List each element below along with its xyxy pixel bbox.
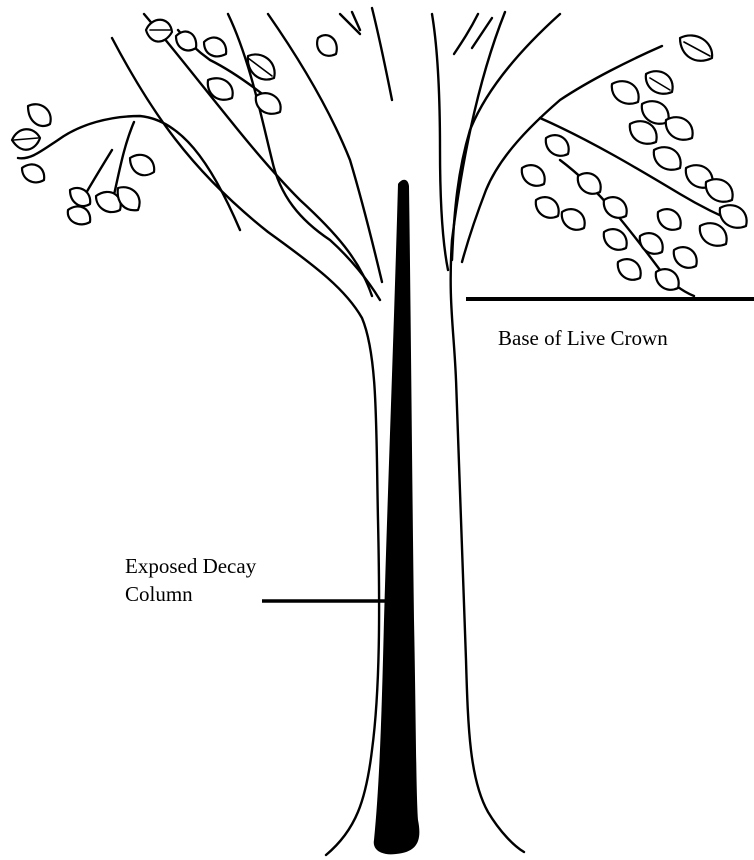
exposed-decay-column-label: Exposed Decay Column	[125, 552, 256, 608]
leaf	[642, 101, 669, 124]
leaf	[666, 117, 693, 140]
leaf	[646, 71, 673, 94]
right-branch-twig	[454, 14, 492, 54]
leaf	[546, 135, 569, 156]
leaf	[204, 38, 226, 57]
leaf	[700, 223, 727, 246]
trunk-right-outline	[451, 12, 524, 852]
leaf	[176, 32, 196, 51]
leaf	[28, 104, 51, 126]
right-branch-inner	[432, 14, 448, 270]
leaf	[130, 155, 154, 175]
leaf	[720, 205, 747, 228]
leaf	[706, 179, 733, 202]
decay-label-line2: Column	[125, 580, 256, 608]
left-branch-twig2	[372, 8, 392, 100]
leaf	[604, 229, 627, 250]
leaf	[654, 147, 681, 170]
leaf-vein	[14, 30, 710, 140]
leaf	[317, 35, 337, 56]
leaf	[674, 247, 697, 268]
base-of-live-crown-label: Base of Live Crown	[498, 324, 668, 352]
leaf	[612, 81, 639, 104]
leaf	[618, 259, 641, 280]
leaf	[522, 165, 545, 186]
leaf	[640, 233, 663, 254]
leaf	[578, 173, 601, 194]
right-branch-upper	[452, 14, 560, 260]
left-branch-twig	[340, 12, 360, 34]
leaf	[536, 197, 559, 218]
leaf	[658, 209, 681, 230]
decay-label-line1: Exposed Decay	[125, 552, 256, 580]
leaf	[630, 121, 657, 144]
leaf	[656, 269, 679, 290]
leaf	[22, 164, 44, 182]
leaf	[68, 206, 90, 224]
leaf	[604, 197, 627, 218]
leaf	[562, 209, 585, 230]
